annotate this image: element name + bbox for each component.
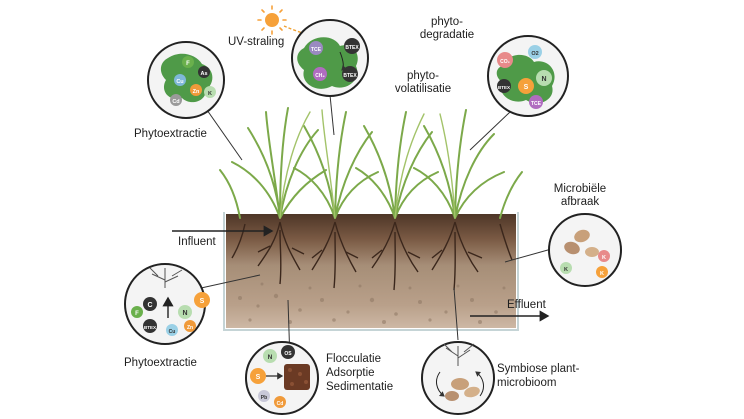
reed-plants-light (279, 109, 456, 219)
svg-text:BTEX: BTEX (144, 325, 156, 330)
svg-text:TCE: TCE (531, 101, 542, 107)
label-phytovolatilisatie: phyto- volatilisatie (394, 70, 452, 95)
symbiosis-circle (421, 341, 495, 415)
svg-text:OS: OS (284, 351, 292, 357)
svg-text:K: K (564, 267, 568, 273)
svg-text:Cd: Cd (172, 99, 179, 105)
phytodegradation-circle: CO₂ O2 N S BTEX TCE (487, 35, 569, 117)
svg-text:K: K (600, 271, 604, 277)
soil-layers (226, 214, 516, 328)
svg-text:As: As (200, 71, 207, 77)
label-phytodegradatie: phyto- degradatie (419, 16, 475, 41)
svg-text:K: K (602, 255, 606, 261)
svg-text:C: C (147, 302, 152, 309)
svg-text:CH₄: CH₄ (315, 73, 325, 79)
svg-text:Cu: Cu (169, 329, 176, 335)
phytovolatilization-circle: TCE BTEX BTEX CH₄ (291, 19, 369, 97)
microbial-degradation-circle: K K K (548, 213, 622, 287)
svg-text:TCE: TCE (311, 47, 322, 53)
label-phytoextractie-top: Phytoextractie (134, 128, 207, 140)
svg-text:S: S (256, 374, 261, 381)
label-flocculatie: Flocculatie Adsorptie Sedimentatie (326, 353, 394, 393)
svg-text:Pb: Pb (261, 395, 267, 401)
reed-plants (219, 107, 523, 219)
svg-text:F: F (135, 311, 139, 317)
svg-text:BTEX: BTEX (343, 73, 357, 79)
label-symbiose: Symbiose plant- microbioom (497, 363, 580, 389)
badge-F: F (186, 61, 190, 67)
svg-text:Zn: Zn (193, 89, 200, 95)
label-influent: Influent (178, 236, 216, 248)
svg-text:BTEX: BTEX (345, 45, 359, 51)
svg-text:Zn: Zn (187, 325, 193, 331)
svg-text:CO₂: CO₂ (500, 59, 510, 65)
sun-icon (257, 5, 287, 35)
svg-text:N: N (182, 310, 187, 317)
svg-text:S: S (524, 84, 529, 91)
svg-text:K: K (208, 91, 212, 97)
wetland-tank (223, 212, 519, 331)
phytoextraction-top-circle: F As Cu Zn Cd K (147, 41, 225, 119)
gravel (238, 282, 506, 324)
svg-text:N: N (541, 76, 546, 83)
svg-text:N: N (268, 354, 273, 361)
label-microbiele-afbraak: Microbiële afbraak (553, 183, 607, 208)
svg-text:Cu: Cu (176, 79, 183, 85)
label-effluent: Effluent (507, 299, 546, 311)
svg-text:S: S (200, 298, 205, 305)
svg-text:BTEX: BTEX (498, 85, 510, 90)
label-uv-straling: UV-straling (228, 36, 285, 48)
label-phytoextractie-bottom: Phytoextractie (124, 357, 197, 369)
roots (231, 221, 513, 291)
phytoextraction-bottom-circle: C F N S BTEX Cu Zn (124, 263, 210, 345)
svg-text:Cd: Cd (277, 401, 284, 407)
svg-text:O2: O2 (531, 51, 538, 57)
flocculation-circle: N OS S Pb Cd (245, 341, 319, 415)
